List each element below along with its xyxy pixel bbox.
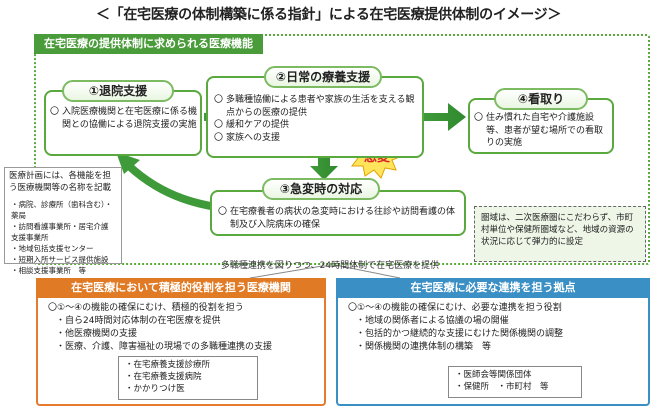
discharge-support-heading: ①退院支援 (62, 80, 174, 102)
arrow-2-to-4 (424, 103, 466, 131)
list-item: ・病院、診療所（歯科含む）・薬局 (11, 200, 113, 220)
connector-text: 多職種連携を図りつつ、24時間体制で在宅医療を提供 (220, 261, 440, 271)
list-item: 〇緩和ケアの提供 (214, 120, 290, 130)
list-item: ・医師会等関係団体 (455, 370, 532, 380)
plan-note: 医療計画には、各機能を担う医療機関等の名称を記載 ・病院、診療所（歯科含む）・薬… (4, 167, 122, 275)
acute-response-list: 〇在宅療養者の病状の急変時における往診や訪問看護の体制及び入院病床の確保 (218, 206, 462, 231)
coordination-hub-examples: ・医師会等関係団体 ・保健所 ・市町村 等 (448, 366, 582, 398)
list-item: ・在宅療養支援診療所 (125, 360, 211, 370)
functions-panel-label: 在宅医療の提供体制に求められる医療機能 (34, 34, 263, 54)
connector-left-arrow (249, 265, 330, 279)
list-item: 〇家族への支援 (214, 132, 281, 143)
page-title: ＜「在宅医療の体制構築に係る指針」による在宅医療提供体制のイメージ＞ (95, 7, 562, 23)
list-item: ・保健所 ・市町村 等 (455, 382, 549, 392)
list-item: ・短期入所サービス提供施設 (11, 255, 109, 264)
daily-care-list: 〇多職種協働による患者や家族の生活を支える観点からの医療の提供 〇緩和ケアの提供… (214, 94, 420, 144)
active-role-list: 〇①～④の機能の確保にむけ、積極的役割を担う ・自ら24時間対応体制の在宅医療を… (48, 302, 324, 354)
list-item: ・他医療機関の支援 (56, 329, 138, 339)
list-item: 〇①～④の機能の確保にむけ、必要な連携を担う役割 (348, 303, 562, 313)
list-item: ・地域の関係者による協議の場の開催 (356, 316, 509, 326)
list-item: ・地域包括支援センター (11, 244, 94, 253)
list-item: 〇入院医療機関と在宅医療に係る機関との協働による退院支援の実施 (50, 107, 198, 130)
plan-note-heading: 医療計画には、各機能を担う医療機関等の名称を記載 (9, 171, 112, 193)
discharge-support-list: 〇入院医療機関と在宅医療に係る機関との協働による退院支援の実施 (50, 106, 198, 131)
daily-care-heading: ②日常の療養支援 (264, 66, 382, 88)
functions-panel (34, 34, 650, 265)
acute-response-heading: ③急変時の対応 (262, 178, 380, 200)
list-item: ・相談支援事業所 等 (11, 266, 86, 275)
arrow-2-to-3 (310, 158, 338, 180)
active-role-examples: ・在宅療養支援診療所 ・在宅療養支援病院 ・かかりつけ医 (118, 356, 258, 400)
list-item: ・自ら24時間対応体制の在宅医療を提供 (56, 316, 221, 326)
list-item: 〇多職種協働による患者や家族の生活を支える観点からの医療の提供 (214, 95, 415, 118)
list-item: 〇在宅療養者の病状の急変時における往診や訪問看護の体制及び入院病床の確保 (218, 207, 456, 230)
list-item: ・包括的かつ継続的な支援にむけた関係機関の調整 (356, 329, 564, 339)
plan-note-list: ・病院、診療所（歯科含む）・薬局 ・訪問看護事業所・居宅介護支援事業所 ・地域包… (5, 197, 121, 278)
list-item: ・医療、介護、障害福祉の現場での多職種連携の支援 (56, 342, 273, 352)
coordination-hub-label: 在宅医療に必要な連携を担う拠点 (336, 278, 650, 298)
list-item: 〇①～④の機能の確保にむけ、積極的役割を担う (48, 303, 244, 313)
list-item: ・関係機関の連携体制の構築 等 (356, 342, 492, 352)
terminal-care-heading: ④看取り (494, 88, 588, 110)
daily-care-box (206, 76, 424, 158)
terminal-care-list: 〇住み慣れた自宅や介護施設等、患者が望む場所での看取りの実施 (474, 112, 610, 150)
coordination-hub-list: 〇①～④の機能の確保にむけ、必要な連携を担う役割 ・地域の関係者による協議の場の… (348, 302, 584, 354)
connector-right-arrow (330, 265, 401, 279)
active-role-institutions-label: 在宅医療において積極的役割を担う医療機関 (36, 278, 326, 298)
list-item: 〇住み慣れた自宅や介護施設等、患者が望む場所での看取りの実施 (474, 113, 604, 148)
list-item: ・訪問看護事業所・居宅介護支援事業所 (11, 222, 109, 242)
list-item: ・かかりつけ医 (125, 384, 185, 394)
area-note: 圏域は、二次医療圏にこだわらず、市町村単位や保健所圏域など、地域の資源の状況に応… (474, 206, 646, 262)
list-item: ・在宅療養支援病院 (125, 372, 202, 382)
